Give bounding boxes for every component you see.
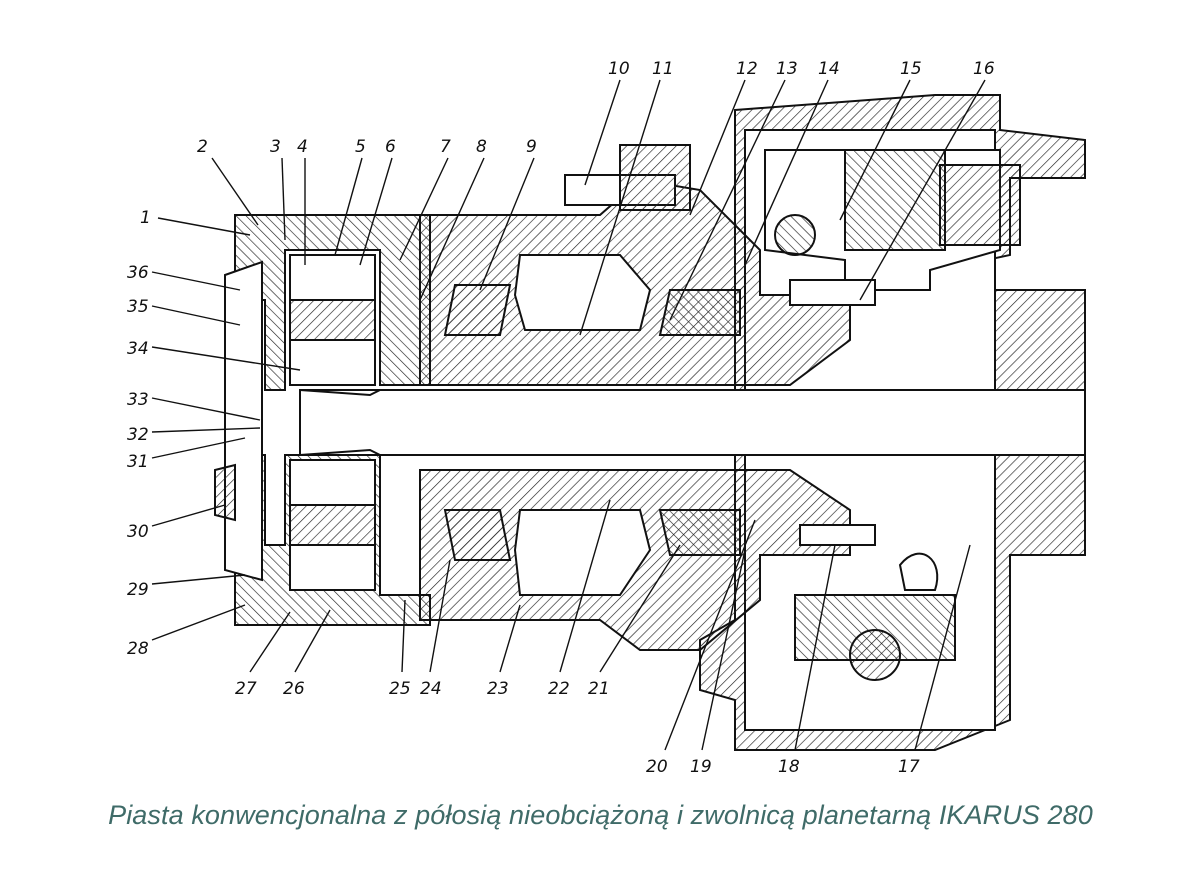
part-label: 2 xyxy=(197,137,208,157)
part-label: 36 xyxy=(127,263,149,283)
part-label: 33 xyxy=(127,390,149,410)
part-label: 35 xyxy=(127,297,149,317)
part-label: 11 xyxy=(652,59,674,79)
part-labels: 1 2 3 4 5 6 7 8 9 10 11 12 13 14 15 16 1… xyxy=(127,59,995,777)
part-label: 31 xyxy=(127,452,149,472)
part-label: 25 xyxy=(389,679,411,699)
part-label: 26 xyxy=(283,679,305,699)
part-label: 17 xyxy=(898,757,920,777)
part-label: 24 xyxy=(420,679,442,699)
part-label: 5 xyxy=(355,137,366,157)
part-label: 8 xyxy=(476,137,487,157)
drawing-body xyxy=(214,94,1086,751)
part-label: 14 xyxy=(818,59,840,79)
leader-lines xyxy=(151,79,986,751)
part-label: 15 xyxy=(900,59,922,79)
part-label: 32 xyxy=(127,425,149,445)
part-label: 21 xyxy=(588,679,610,699)
part-label: 3 xyxy=(270,137,281,157)
part-label: 12 xyxy=(736,59,758,79)
part-label: 19 xyxy=(690,757,712,777)
part-label: 29 xyxy=(127,580,149,600)
part-label: 22 xyxy=(548,679,570,699)
part-label: 16 xyxy=(973,59,995,79)
part-label: 4 xyxy=(297,137,308,157)
part-label: 18 xyxy=(778,757,800,777)
figure-caption: Piasta konwencjonalna z półosią nieobcią… xyxy=(108,800,1093,830)
part-label: 7 xyxy=(440,137,451,157)
part-label: 34 xyxy=(127,339,149,359)
part-label: 9 xyxy=(526,137,537,157)
part-label: 30 xyxy=(127,522,149,542)
part-label: 10 xyxy=(608,59,630,79)
part-label: 13 xyxy=(776,59,798,79)
part-label: 23 xyxy=(487,679,509,699)
part-label: 28 xyxy=(127,639,149,659)
part-label: 6 xyxy=(385,137,396,157)
part-label: 20 xyxy=(646,757,668,777)
part-label: 1 xyxy=(140,208,151,228)
part-label: 27 xyxy=(235,679,257,699)
